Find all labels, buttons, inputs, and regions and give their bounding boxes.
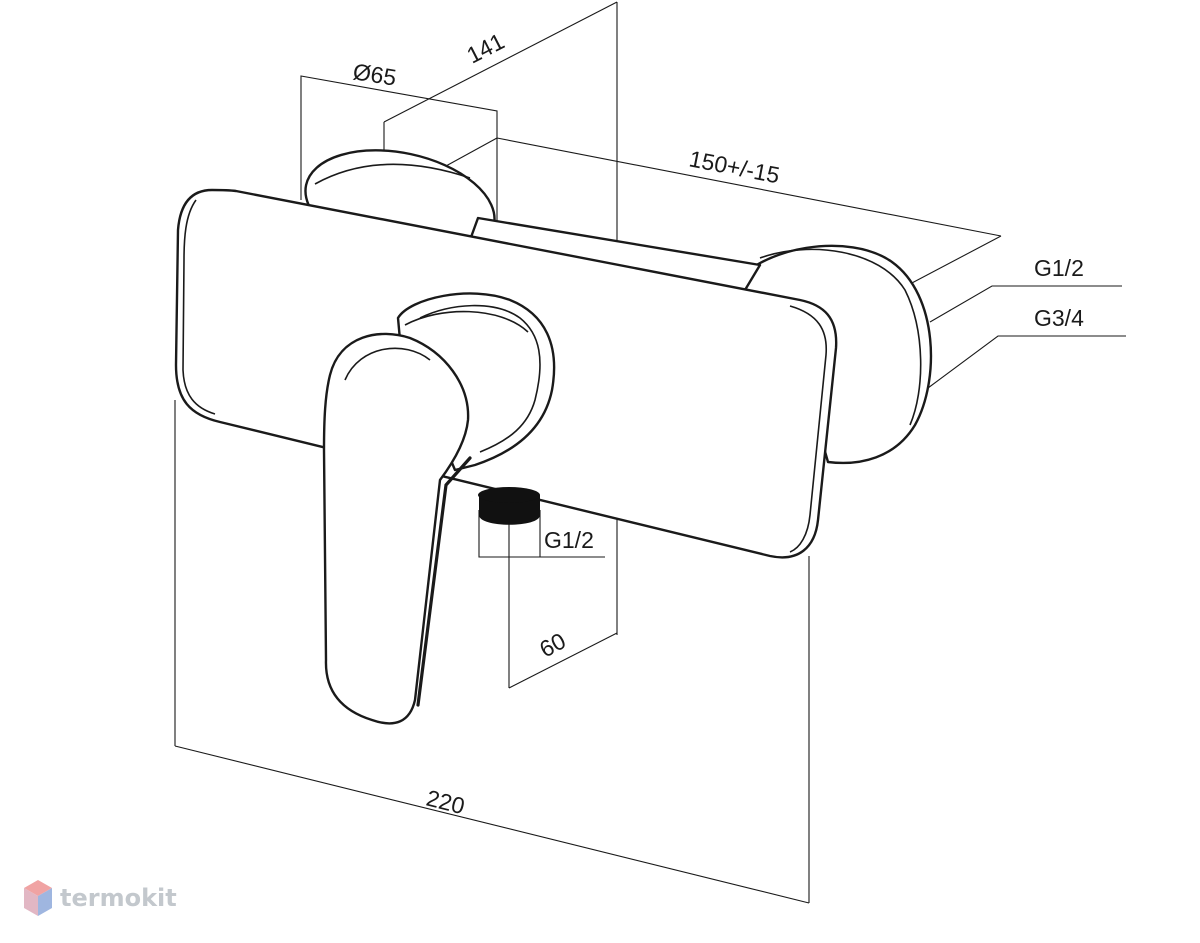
dim-outlet-thread bbox=[478, 510, 605, 558]
leader-inlet-outer bbox=[927, 335, 1126, 389]
dim-spacing-ext-right bbox=[909, 235, 1002, 285]
dim-offset-line bbox=[508, 632, 618, 689]
label-body-width: 220 bbox=[424, 785, 468, 820]
termokit-logo-icon bbox=[24, 880, 52, 916]
label-depth: 141 bbox=[462, 28, 508, 69]
termokit-watermark: termokit bbox=[24, 880, 177, 916]
label-outlet-thread: G1/2 bbox=[544, 527, 594, 553]
leader-inlet-inner bbox=[929, 285, 1122, 323]
dim-width-line bbox=[174, 745, 810, 904]
label-spacing: 150+/-15 bbox=[687, 145, 782, 188]
label-inlet-outer-thread: G3/4 bbox=[1034, 305, 1084, 331]
dim-spacing-line bbox=[496, 137, 1002, 237]
outlet-nipple bbox=[478, 487, 540, 525]
label-inlet-inner-thread: G1/2 bbox=[1034, 255, 1084, 281]
lever-handle bbox=[322, 332, 472, 725]
dim-diameter-line bbox=[300, 75, 498, 240]
label-outlet-offset: 60 bbox=[535, 627, 570, 662]
termokit-wordmark: termokit bbox=[60, 884, 177, 912]
dim-depth-line bbox=[383, 1, 618, 123]
